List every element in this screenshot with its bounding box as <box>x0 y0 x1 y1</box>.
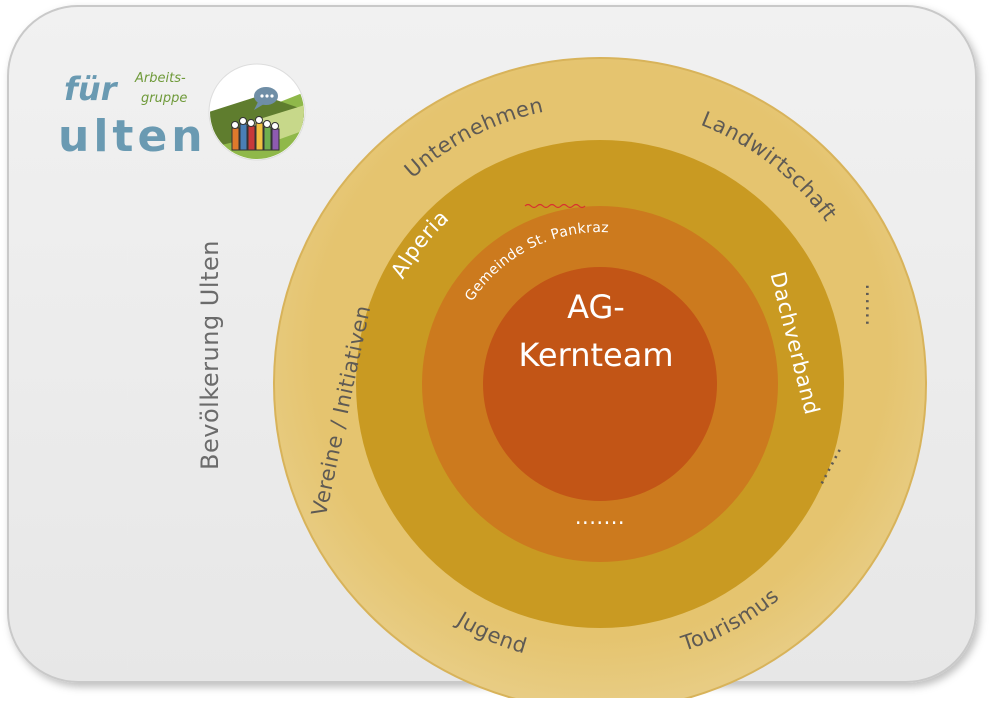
label-dots-right-1: ...... <box>861 283 885 326</box>
speech-bubble-people-icon <box>208 63 306 161</box>
label-bevoelkerung-ulten: Bevölkerung Ulten <box>196 240 224 470</box>
spellcheck-underline <box>524 203 586 209</box>
logo-gruppe-text: gruppe <box>141 91 187 106</box>
core-label-line2: Kernteam <box>519 336 674 374</box>
logo-fur-text: für <box>64 70 119 108</box>
core-circle <box>483 267 717 501</box>
logo: für Arbeits- gruppe ulten <box>58 63 306 162</box>
logo-arbeits-text: Arbeits- <box>134 71 186 86</box>
logo-ulten-text: ulten <box>58 111 207 162</box>
label-dots-bottom: ....... <box>575 505 625 529</box>
core-label-line1: AG- <box>567 288 625 326</box>
outer-ring-edge <box>273 57 927 702</box>
